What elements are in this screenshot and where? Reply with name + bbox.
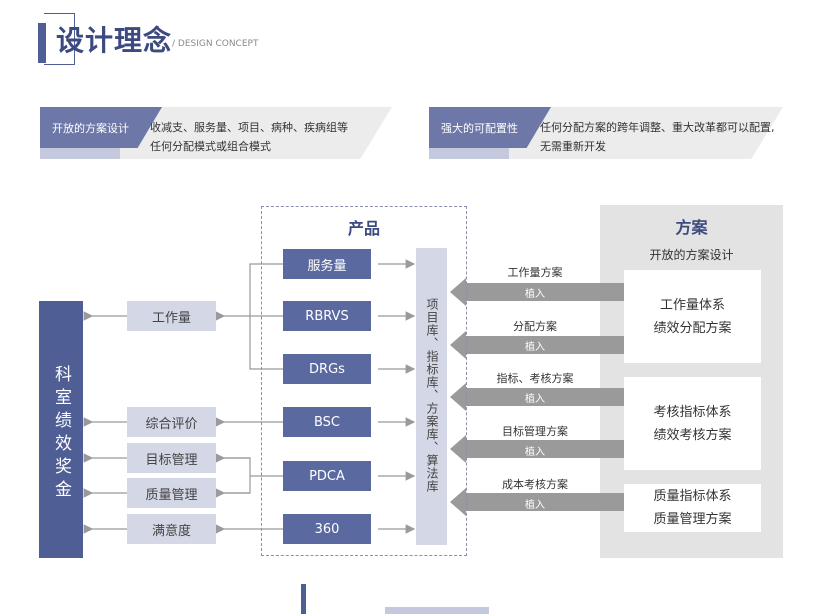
product-pdca: PDCA xyxy=(283,461,371,491)
flow-caption-1: 工作量方案 xyxy=(507,266,563,279)
plan-subtitle: 开放的方案设计 xyxy=(649,248,734,262)
inject-arrow-5 xyxy=(450,488,624,516)
feature-tag-configurable: 强大的可配置性 xyxy=(429,107,551,148)
product-rbrvs: RBRVS xyxy=(283,301,371,331)
feature-desc-configurable: 任何分配方案的跨年调整、重大改革都可以配置, 无需重新开发 xyxy=(540,121,775,153)
feature-banner-config-stripe xyxy=(429,148,509,159)
plan-card-quality: 质量指标体系 质量管理方案 xyxy=(624,484,761,532)
product-bsc: BSC xyxy=(283,407,371,437)
feature-desc-open-design: 收减支、服务量、项目、病种、疾病组等 任何分配模式或组合模式 xyxy=(150,121,348,153)
product-service-volume: 服务量 xyxy=(283,249,371,279)
page-title: 设计理念 xyxy=(56,24,173,57)
inject-arrow-1 xyxy=(450,278,624,306)
header-accent-bar xyxy=(38,23,46,63)
inject-arrow-3 xyxy=(450,383,624,411)
flow-caption-3: 指标、考核方案 xyxy=(496,372,574,385)
category-comprehensive-eval: 综合评价 xyxy=(127,407,216,437)
plan-card-assessment: 考核指标体系 绩效考核方案 xyxy=(624,377,761,470)
category-goal-management: 目标管理 xyxy=(127,443,216,473)
category-workload: 工作量 xyxy=(127,301,216,331)
flow-caption-4: 目标管理方案 xyxy=(502,425,568,438)
flow-inject-tag-4: 植入 xyxy=(525,447,545,458)
category-quality-management: 质量管理 xyxy=(127,478,216,508)
department-bonus-column: 科室绩效奖金 xyxy=(39,301,83,558)
feature-banner-open-stripe xyxy=(40,148,120,159)
bottom-decor-block xyxy=(385,607,489,614)
header-frame xyxy=(44,13,75,65)
product-360: 360 xyxy=(283,514,371,544)
flow-inject-tag-5: 植入 xyxy=(525,500,545,511)
inject-arrow-2 xyxy=(450,331,624,359)
flow-caption-5: 成本考核方案 xyxy=(502,478,568,491)
plan-title: 方案 xyxy=(675,218,708,237)
flow-caption-2: 分配方案 xyxy=(513,320,557,333)
library-label: 项目库、指标库、方案库、算法库 xyxy=(425,298,439,493)
category-satisfaction: 满意度 xyxy=(127,514,216,544)
bottom-decor-bar xyxy=(301,584,306,614)
flow-inject-tag-3: 植入 xyxy=(525,394,545,405)
inject-arrow-4 xyxy=(450,435,624,463)
flow-inject-tag-2: 植入 xyxy=(525,342,545,353)
product-frame xyxy=(261,206,467,556)
department-bonus-label: 科室绩效奖金 xyxy=(51,365,71,503)
product-title: 产品 xyxy=(347,219,380,238)
product-drgs: DRGs xyxy=(283,354,371,384)
page-subtitle: / DESIGN CONCEPT xyxy=(172,39,259,49)
flow-inject-tag-1: 植入 xyxy=(525,289,545,300)
library-column: 项目库、指标库、方案库、算法库 xyxy=(416,248,447,545)
plan-card-workload: 工作量体系 绩效分配方案 xyxy=(624,270,761,363)
